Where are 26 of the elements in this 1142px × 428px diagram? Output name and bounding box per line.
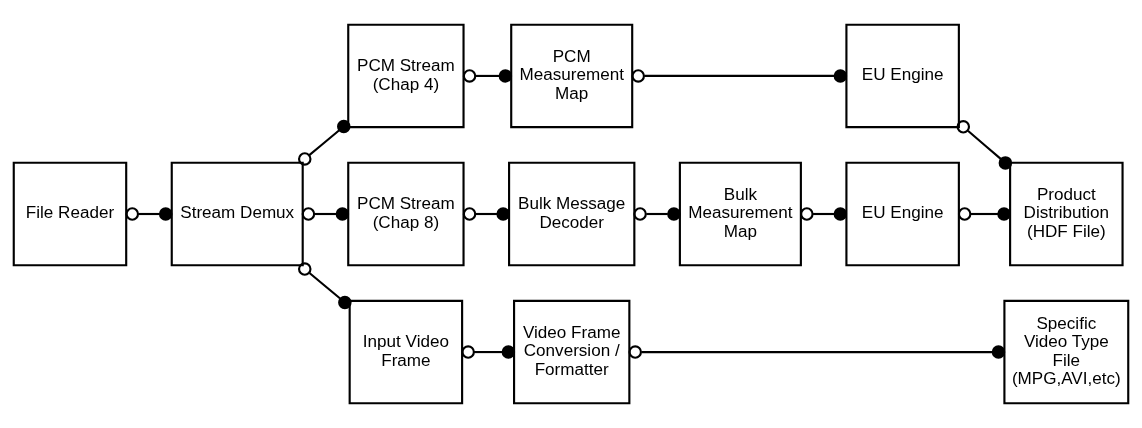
node-box: Video Frame Conversion / Formatter xyxy=(513,299,631,405)
connector xyxy=(125,207,173,221)
node-box: Input Video Frame xyxy=(348,299,464,405)
connector xyxy=(957,207,1011,221)
connector xyxy=(800,207,848,221)
node-box: Product Distribution (HDF File) xyxy=(1009,161,1124,267)
node-box: Bulk Message Decoder xyxy=(508,161,636,267)
node-box: File Reader xyxy=(12,161,128,267)
node-box: Bulk Measurement Map xyxy=(678,161,802,267)
connector xyxy=(633,207,681,221)
connector xyxy=(462,207,510,221)
node-box: PCM Measurement Map xyxy=(510,23,634,129)
node-box: PCM Stream (Chap 4) xyxy=(347,23,465,129)
connector xyxy=(628,345,1006,359)
node-box: PCM Stream (Chap 8) xyxy=(347,161,465,267)
node-box: Stream Demux xyxy=(170,161,304,267)
node-box: Specific Video Type File (MPG,AVI,etc) xyxy=(1003,299,1130,405)
connector xyxy=(631,69,848,83)
connector xyxy=(301,207,350,221)
connector xyxy=(462,69,513,83)
node-box: EU Engine xyxy=(845,161,960,267)
connector xyxy=(956,120,1013,170)
connector xyxy=(298,262,352,310)
connector xyxy=(298,119,351,166)
node-box: EU Engine xyxy=(845,23,960,129)
connector xyxy=(461,345,516,359)
